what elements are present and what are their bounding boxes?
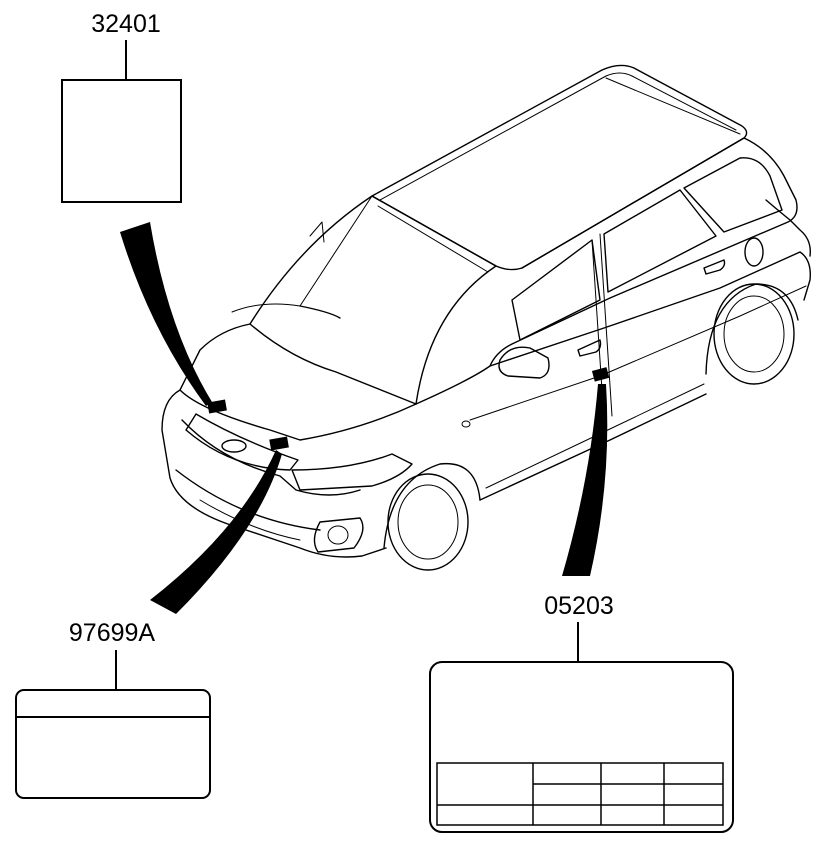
door-label-marker bbox=[591, 367, 610, 382]
label-box-32401 bbox=[61, 79, 182, 203]
label-callout-97699A: 97699A bbox=[15, 619, 211, 799]
pointer-32401 bbox=[120, 222, 212, 406]
label-box-05203-table bbox=[436, 762, 724, 826]
pointer-05203 bbox=[562, 384, 608, 576]
label-callout-05203: 05203 bbox=[429, 592, 734, 833]
part-number-32401: 32401 bbox=[91, 10, 161, 38]
pointer-97699A bbox=[150, 450, 282, 614]
part-number-97699A: 97699A bbox=[69, 619, 156, 647]
label-callout-32401: 32401 bbox=[61, 10, 182, 203]
label-box-05203 bbox=[429, 661, 734, 833]
part-number-05203: 05203 bbox=[544, 592, 614, 620]
hood-label-marker bbox=[207, 399, 227, 414]
grille-label-marker bbox=[269, 436, 289, 451]
label-box-97699A bbox=[15, 689, 211, 799]
